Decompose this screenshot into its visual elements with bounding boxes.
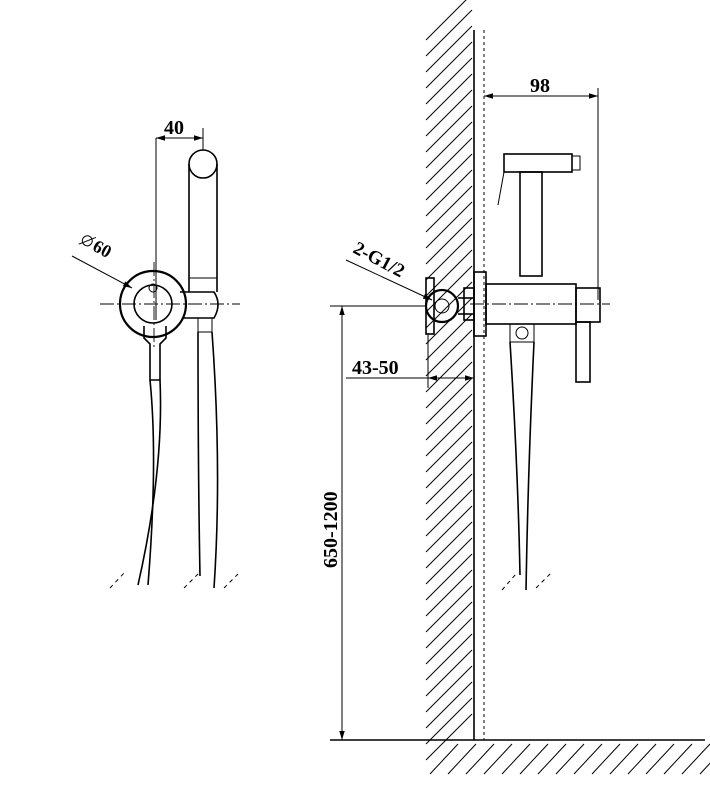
hatch-line [519, 743, 549, 775]
in-wall-mounting-plate [425, 277, 435, 335]
hatch-line [555, 743, 585, 775]
lever-handle [143, 326, 167, 381]
diameter-symbol-icon [81, 235, 93, 247]
hatch-line [425, 9, 473, 57]
hatch-line [425, 665, 473, 713]
hatch-line [425, 201, 473, 249]
width-label: 40 [164, 117, 184, 139]
hose-right-outer [197, 331, 201, 577]
hatch-line [425, 105, 473, 153]
hatch-line [425, 441, 473, 489]
hatch-line [425, 681, 473, 729]
escutcheon-plate [118, 269, 188, 339]
hatch-line [425, 57, 473, 105]
diameter-annotation: 60 [78, 235, 115, 262]
valve-cap [148, 283, 158, 293]
hatch-line [425, 217, 473, 265]
wall-hatching [425, 0, 473, 761]
hatch-line [429, 743, 459, 775]
hatch-line [425, 329, 473, 377]
hatch-line [425, 569, 473, 617]
hatch-line [425, 505, 473, 553]
hose-left-inner [137, 379, 162, 586]
hose-connector-side [509, 323, 535, 343]
hatch-line [425, 553, 473, 601]
diameter-label: 60 [90, 236, 115, 262]
hatch-line [425, 41, 473, 89]
lever-side [575, 321, 591, 383]
hatch-line [425, 601, 473, 649]
hatch-line [425, 169, 473, 217]
hatch-line [425, 137, 473, 185]
front-view: 40 60 [71, 117, 240, 589]
hatch-line [425, 489, 473, 537]
spray-head-side [503, 153, 573, 173]
hatch-line [425, 377, 473, 425]
hatch-line [699, 762, 710, 775]
hatch-line [447, 743, 477, 775]
hatch-line [425, 409, 473, 457]
hatch-line [425, 233, 473, 281]
hatch-line [425, 153, 473, 201]
hatch-line [425, 633, 473, 681]
hatch-line [465, 743, 495, 775]
spray-head [188, 149, 218, 179]
hatch-line [627, 743, 657, 775]
valve-body [133, 284, 173, 324]
hatch-line [425, 393, 473, 441]
hatch-line [425, 521, 473, 569]
holder-bracket [180, 291, 219, 319]
hatch-line [425, 0, 467, 41]
hose-right-inner [211, 331, 219, 589]
projection-label: 98 [530, 75, 550, 97]
hatch-line [425, 617, 473, 665]
hatch-line [425, 121, 473, 169]
hatch-line [609, 743, 639, 775]
hatch-line [537, 743, 567, 775]
diameter-leader [71, 255, 133, 289]
hatch-line [425, 473, 473, 521]
hatch-line [501, 743, 531, 775]
floor-hatching [429, 743, 710, 775]
hose-left-outer [147, 379, 155, 586]
depth-label: 43-50 [352, 357, 399, 379]
hatch-line [483, 743, 513, 775]
hatch-line [425, 457, 473, 505]
holder-clip [197, 318, 213, 333]
hatch-line [425, 649, 473, 697]
hatch-line [425, 713, 473, 761]
in-wall-valve [424, 288, 460, 324]
hatch-line [425, 89, 473, 137]
hatch-line [425, 537, 473, 585]
hatch-line [425, 73, 473, 121]
height-label: 650-1200 [320, 491, 342, 568]
hatch-line [425, 25, 473, 73]
hatch-line [425, 697, 473, 745]
hatch-line [425, 313, 473, 361]
hatch-line [591, 743, 621, 775]
hatch-line [425, 345, 473, 393]
spray-handle-side [519, 171, 543, 277]
hatch-line [573, 743, 603, 775]
hatch-line [425, 425, 473, 473]
hatch-line [425, 185, 473, 233]
hatch-line [663, 743, 693, 775]
hatch-line [681, 743, 710, 775]
hatch-line [645, 743, 675, 775]
side-view: 98 2-G1/2 43-50 [320, 0, 710, 775]
hatch-line [425, 585, 473, 633]
hatch-line [425, 361, 473, 409]
thread-leader [345, 259, 433, 301]
